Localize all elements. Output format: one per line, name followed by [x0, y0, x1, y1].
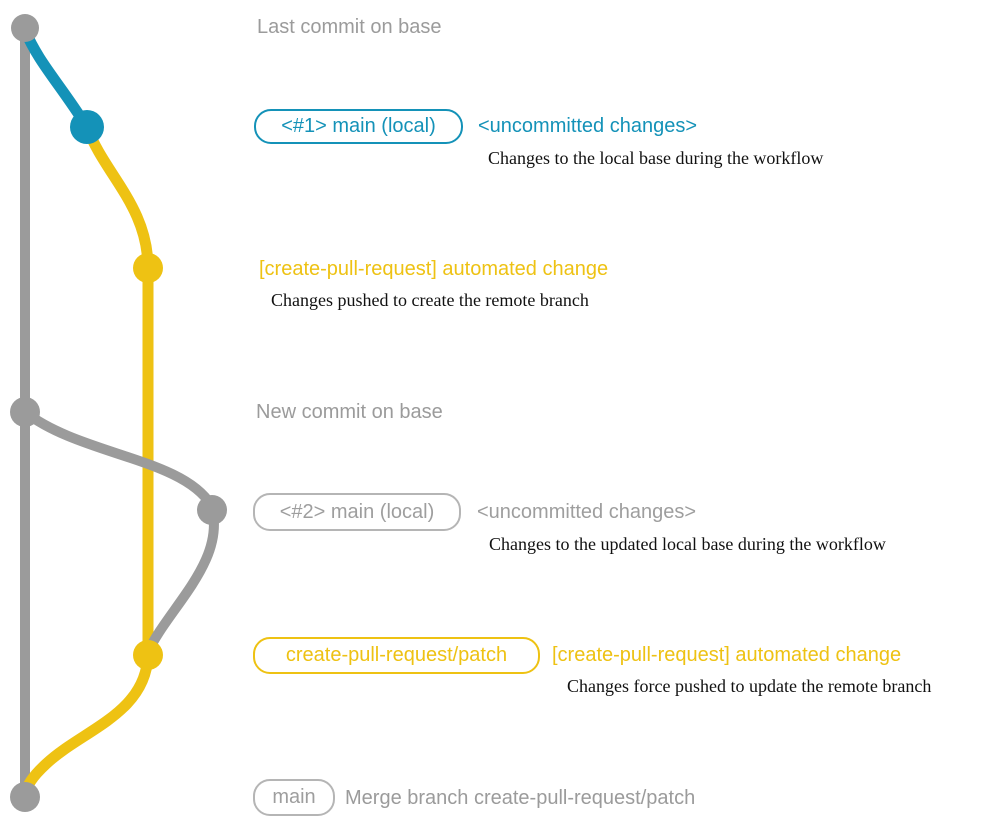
- branch-badge-main-local-1: <#1> main (local): [254, 109, 463, 144]
- patch-branch-line: [19, 121, 154, 803]
- commit-1-title: <uncommitted changes>: [478, 115, 698, 137]
- commit-node-merge: [10, 782, 40, 812]
- branch-badge-main-local-2-label: <#2> main (local): [279, 500, 435, 523]
- commit-node-local-main-2: [197, 495, 227, 525]
- merge-commit-label: Merge branch create-pull-request/patch: [345, 787, 696, 809]
- new-commit-label: New commit on base: [256, 401, 443, 423]
- local-main-branch-line-1: [19, 24, 93, 133]
- branch-badge-main: main: [253, 779, 335, 816]
- branch-badge-main-label: main: [272, 786, 316, 808]
- commit-4-description: Changes force pushed to update the remot…: [567, 676, 932, 696]
- commit-1-description: Changes to the local base during the wor…: [488, 148, 824, 168]
- commit-node-local-main-1: [70, 110, 104, 144]
- commit-node-new-base: [10, 397, 40, 427]
- commit-node-patch-1: [133, 253, 163, 283]
- commit-3-title: <uncommitted changes>: [477, 501, 697, 523]
- commit-4-title: [create-pull-request] automated change: [552, 644, 902, 666]
- branch-badge-main-local-2: <#2> main (local): [253, 493, 461, 531]
- branch-badge-patch-label: create-pull-request/patch: [285, 644, 508, 666]
- commit-2-description: Changes pushed to create the remote bran…: [271, 290, 589, 310]
- branch-badge-main-local-1-label: <#1> main (local): [281, 115, 436, 137]
- local-main-branch-line-2: [20, 407, 219, 657]
- branch-badge-patch: create-pull-request/patch: [253, 637, 540, 674]
- commit-3-description: Changes to the updated local base during…: [489, 534, 886, 554]
- last-commit-label: Last commit on base: [257, 16, 442, 38]
- commit-node-patch-2: [133, 640, 163, 670]
- commit-2-title: [create-pull-request] automated change: [259, 258, 609, 280]
- commit-node-last-base: [11, 14, 39, 42]
